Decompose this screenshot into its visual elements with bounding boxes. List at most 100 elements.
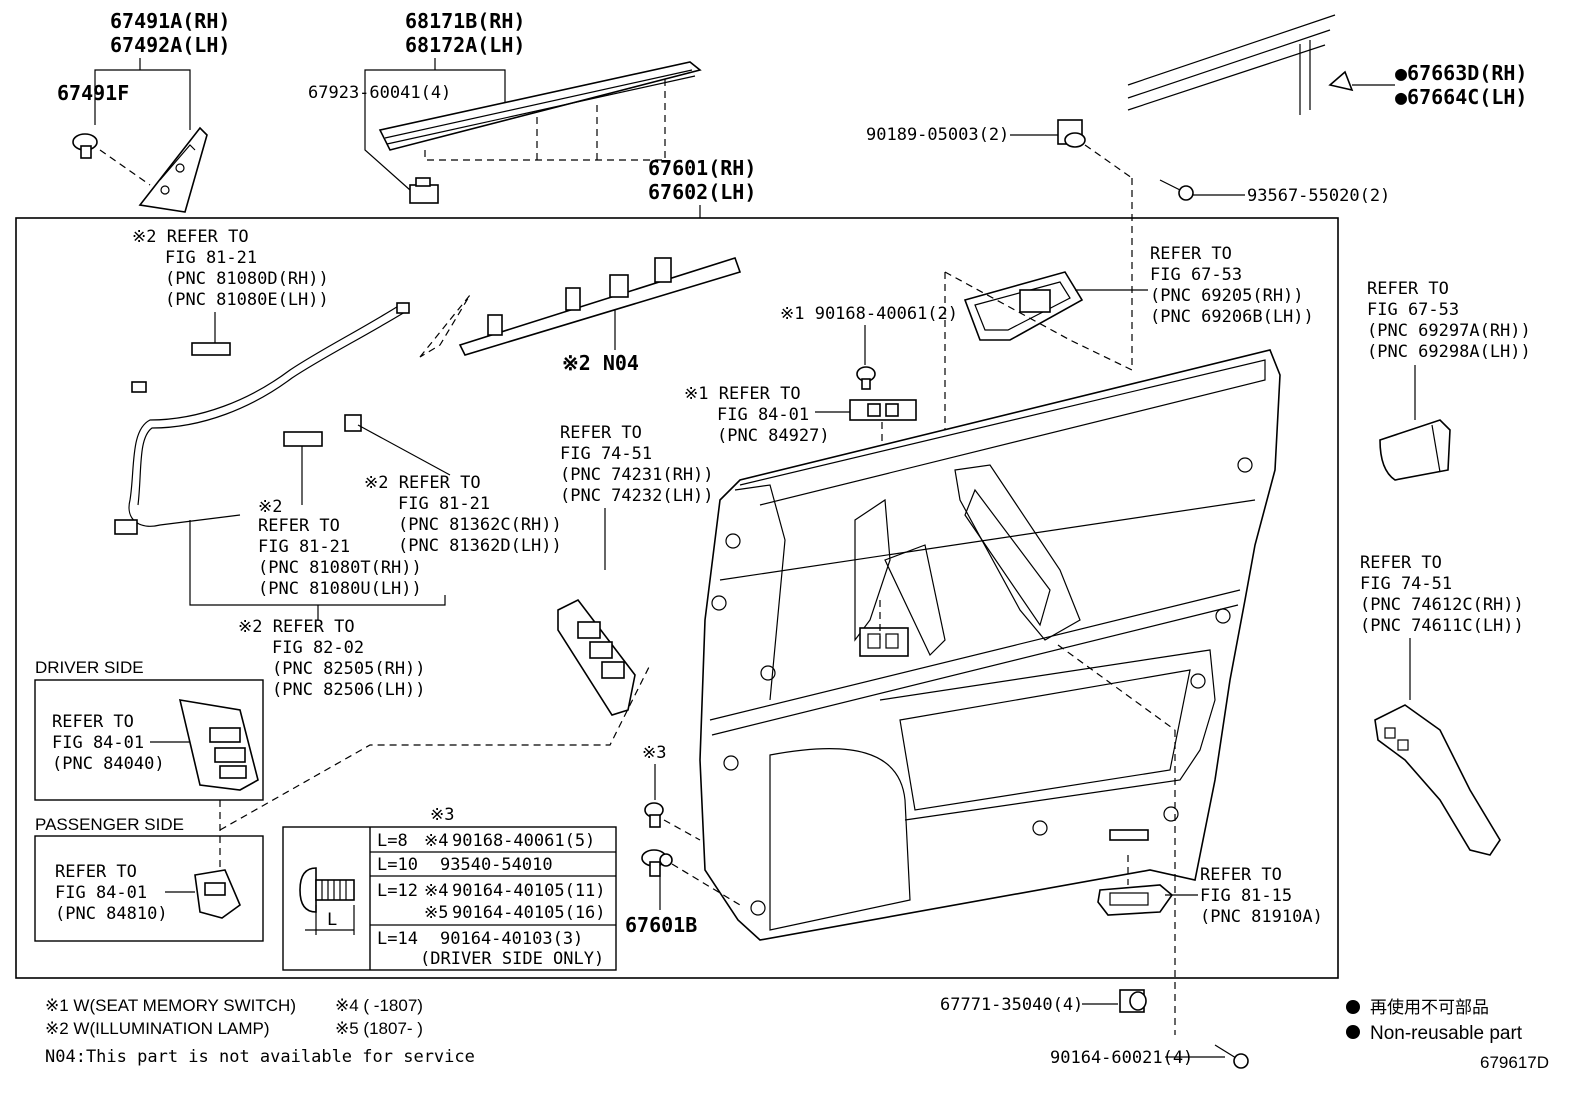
svg-text:(PNC 82506(LH)): (PNC 82506(LH))	[272, 680, 426, 700]
svg-text:(PNC 84040): (PNC 84040)	[52, 754, 165, 774]
label-67491f: 67491F	[57, 81, 129, 105]
label-67602-lh: 67602(LH)	[648, 180, 756, 204]
label-n04: ※2 N04	[562, 351, 639, 375]
screw-table: L=8 ※4 90168-40061(5) L=10 93540-54010 L…	[282, 826, 617, 971]
driver-switch-84040	[178, 699, 259, 791]
svg-text:※4: ※4	[424, 831, 448, 851]
svg-text:※2 REFER TO: ※2 REFER TO	[132, 227, 249, 247]
note-n04: N04:This part is not available for servi…	[45, 1047, 475, 1067]
clip-67663d	[1328, 70, 1354, 92]
svg-text:(PNC 81080T(RH)): (PNC 81080T(RH))	[258, 558, 422, 578]
clip-67491f	[72, 133, 98, 159]
handle-cover-69297a	[1379, 419, 1451, 481]
driver-side-label: DRIVER SIDE	[35, 658, 144, 677]
label-67601-rh: 67601(RH)	[648, 156, 756, 180]
switch-bezel-74231	[557, 598, 636, 716]
ref-82-02: ※2 REFER TO FIG 82-02 (PNC 82505(RH)) (P…	[238, 617, 426, 700]
svg-text:(PNC 81910A): (PNC 81910A)	[1200, 907, 1323, 927]
label-68172a-lh: 68172A(LH)	[405, 33, 525, 57]
svg-text:REFER TO: REFER TO	[560, 423, 642, 443]
svg-text:※5: ※5	[424, 903, 448, 923]
svg-text:L=8: L=8	[377, 831, 408, 851]
svg-text:REFER TO: REFER TO	[1360, 553, 1442, 573]
svg-text:(PNC 84810): (PNC 84810)	[55, 904, 168, 924]
svg-text:(PNC 82505(RH)): (PNC 82505(RH))	[272, 659, 426, 679]
table-mark: ※3	[430, 805, 454, 825]
legend-bullet-jp	[1346, 1000, 1360, 1014]
screw-90164-60021	[1214, 1044, 1249, 1069]
svg-text:L: L	[327, 910, 337, 930]
svg-text:REFER TO: REFER TO	[1367, 279, 1449, 299]
memory-switch-84927	[849, 399, 917, 421]
ref-74-51-panel: REFER TO FIG 74-51 (PNC 74612C(RH)) (PNC…	[1360, 553, 1524, 636]
lamp-81362c	[344, 414, 362, 432]
label-67663d-rh: ●67663D(RH)	[1395, 61, 1527, 85]
svg-text:REFER TO: REFER TO	[55, 862, 137, 882]
svg-text:(DRIVER SIDE ONLY): (DRIVER SIDE ONLY)	[420, 949, 604, 969]
svg-text:FIG 84-01: FIG 84-01	[55, 883, 147, 903]
svg-text:REFER TO: REFER TO	[1150, 244, 1232, 264]
svg-text:(PNC 74612C(RH)): (PNC 74612C(RH))	[1360, 595, 1524, 615]
svg-text:FIG 84-01: FIG 84-01	[52, 733, 144, 753]
ref-81-21-lamp-c: ※2 REFER TO FIG 81-21 (PNC 81362C(RH)) (…	[364, 473, 562, 556]
label-90164-60021: 90164-60021(4)	[1050, 1048, 1193, 1068]
passenger-side-box	[34, 835, 264, 942]
door-trim-board-67601	[699, 349, 1281, 941]
ref-74-51-bezel: REFER TO FIG 74-51 (PNC 74231(RH)) (PNC …	[560, 423, 714, 506]
svg-text:※2 REFER TO: ※2 REFER TO	[238, 617, 355, 637]
svg-text:FIG 74-51: FIG 74-51	[1360, 574, 1452, 594]
window-frame	[1127, 14, 1336, 115]
svg-text:FIG 81-21: FIG 81-21	[165, 248, 257, 268]
ref-84-01-memory: ※1 REFER TO FIG 84-01 (PNC 84927)	[684, 384, 830, 446]
svg-text:FIG 84-01: FIG 84-01	[717, 405, 809, 425]
svg-text:90164-40103(3): 90164-40103(3)	[440, 929, 583, 949]
passenger-switch-84810	[194, 869, 241, 919]
label-67664c-lh: ●67664C(LH)	[1395, 85, 1527, 109]
figure-id: 679617D	[1480, 1053, 1549, 1072]
ref-67-53-cover: REFER TO FIG 67-53 (PNC 69297A(RH)) (PNC…	[1367, 279, 1531, 362]
note-4: ※4 ( -1807)	[335, 996, 423, 1015]
svg-text:(PNC 81080E(LH)): (PNC 81080E(LH))	[165, 290, 329, 310]
svg-text:FIG 81-21: FIG 81-21	[258, 537, 350, 557]
clip-67601b	[641, 849, 673, 877]
svg-text:(PNC 74611C(LH)): (PNC 74611C(LH))	[1360, 616, 1524, 636]
passenger-side-label: PASSENGER SIDE	[35, 815, 184, 834]
triangle-bracket	[138, 126, 208, 213]
svg-text:FIG 82-02: FIG 82-02	[272, 638, 364, 658]
label-67601b: 67601B	[625, 913, 697, 937]
clip-67771	[1119, 989, 1147, 1013]
bracket-n04	[458, 257, 742, 356]
note-1: ※1 W(SEAT MEMORY SWITCH)	[45, 996, 296, 1015]
ref-81-21-harness: ※2 REFER TO FIG 81-21 (PNC 81080D(RH)) (…	[132, 227, 329, 310]
clip-67923	[409, 177, 439, 204]
screw-90168-top	[856, 366, 876, 390]
main-frame	[15, 217, 1339, 979]
svg-text:(PNC 81080D(RH)): (PNC 81080D(RH))	[165, 269, 329, 289]
svg-text:(PNC 69297A(RH)): (PNC 69297A(RH))	[1367, 321, 1531, 341]
label-67771-35040: 67771-35040(4)	[940, 995, 1083, 1015]
svg-text:※2 REFER TO: ※2 REFER TO	[364, 473, 481, 493]
wire-harness	[128, 304, 401, 527]
svg-text:(PNC 81080U(LH)): (PNC 81080U(LH))	[258, 579, 422, 599]
ref-67-53-handle: REFER TO FIG 67-53 (PNC 69205(RH)) (PNC …	[1150, 244, 1314, 327]
svg-text:FIG 81-15: FIG 81-15	[1200, 886, 1292, 906]
svg-text:(PNC 69206B(LH)): (PNC 69206B(LH))	[1150, 307, 1314, 327]
legend-jp: 再使用不可部品	[1370, 997, 1489, 1017]
svg-text:(PNC 74232(LH)): (PNC 74232(LH))	[560, 486, 714, 506]
ref-81-15: REFER TO FIG 81-15 (PNC 81910A)	[1200, 865, 1323, 927]
svg-text:REFER TO: REFER TO	[1200, 865, 1282, 885]
courtesy-lamp-81910a	[1097, 884, 1174, 916]
screw-illustration: L	[299, 867, 355, 935]
svg-text:(PNC 81362C(RH)): (PNC 81362C(RH))	[398, 515, 562, 535]
legend-en: Non-reusable part	[1370, 1023, 1523, 1044]
label-90168-40061-top: ※1 90168-40061(2)	[780, 304, 958, 324]
screw-mark3	[644, 802, 664, 828]
svg-text:90168-40061(5): 90168-40061(5)	[452, 831, 595, 851]
ref-84-01-passenger: REFER TO FIG 84-01 (PNC 84810)	[55, 862, 168, 924]
ref-81-21-lamp-t: ※2 REFER TO FIG 81-21 (PNC 81080T(RH)) (…	[258, 497, 422, 599]
driver-side-box	[34, 679, 264, 801]
note-2: ※2 W(ILLUMINATION LAMP)	[45, 1019, 270, 1038]
svg-text:(PNC 84927): (PNC 84927)	[717, 426, 830, 446]
svg-text:L=10: L=10	[377, 855, 418, 875]
